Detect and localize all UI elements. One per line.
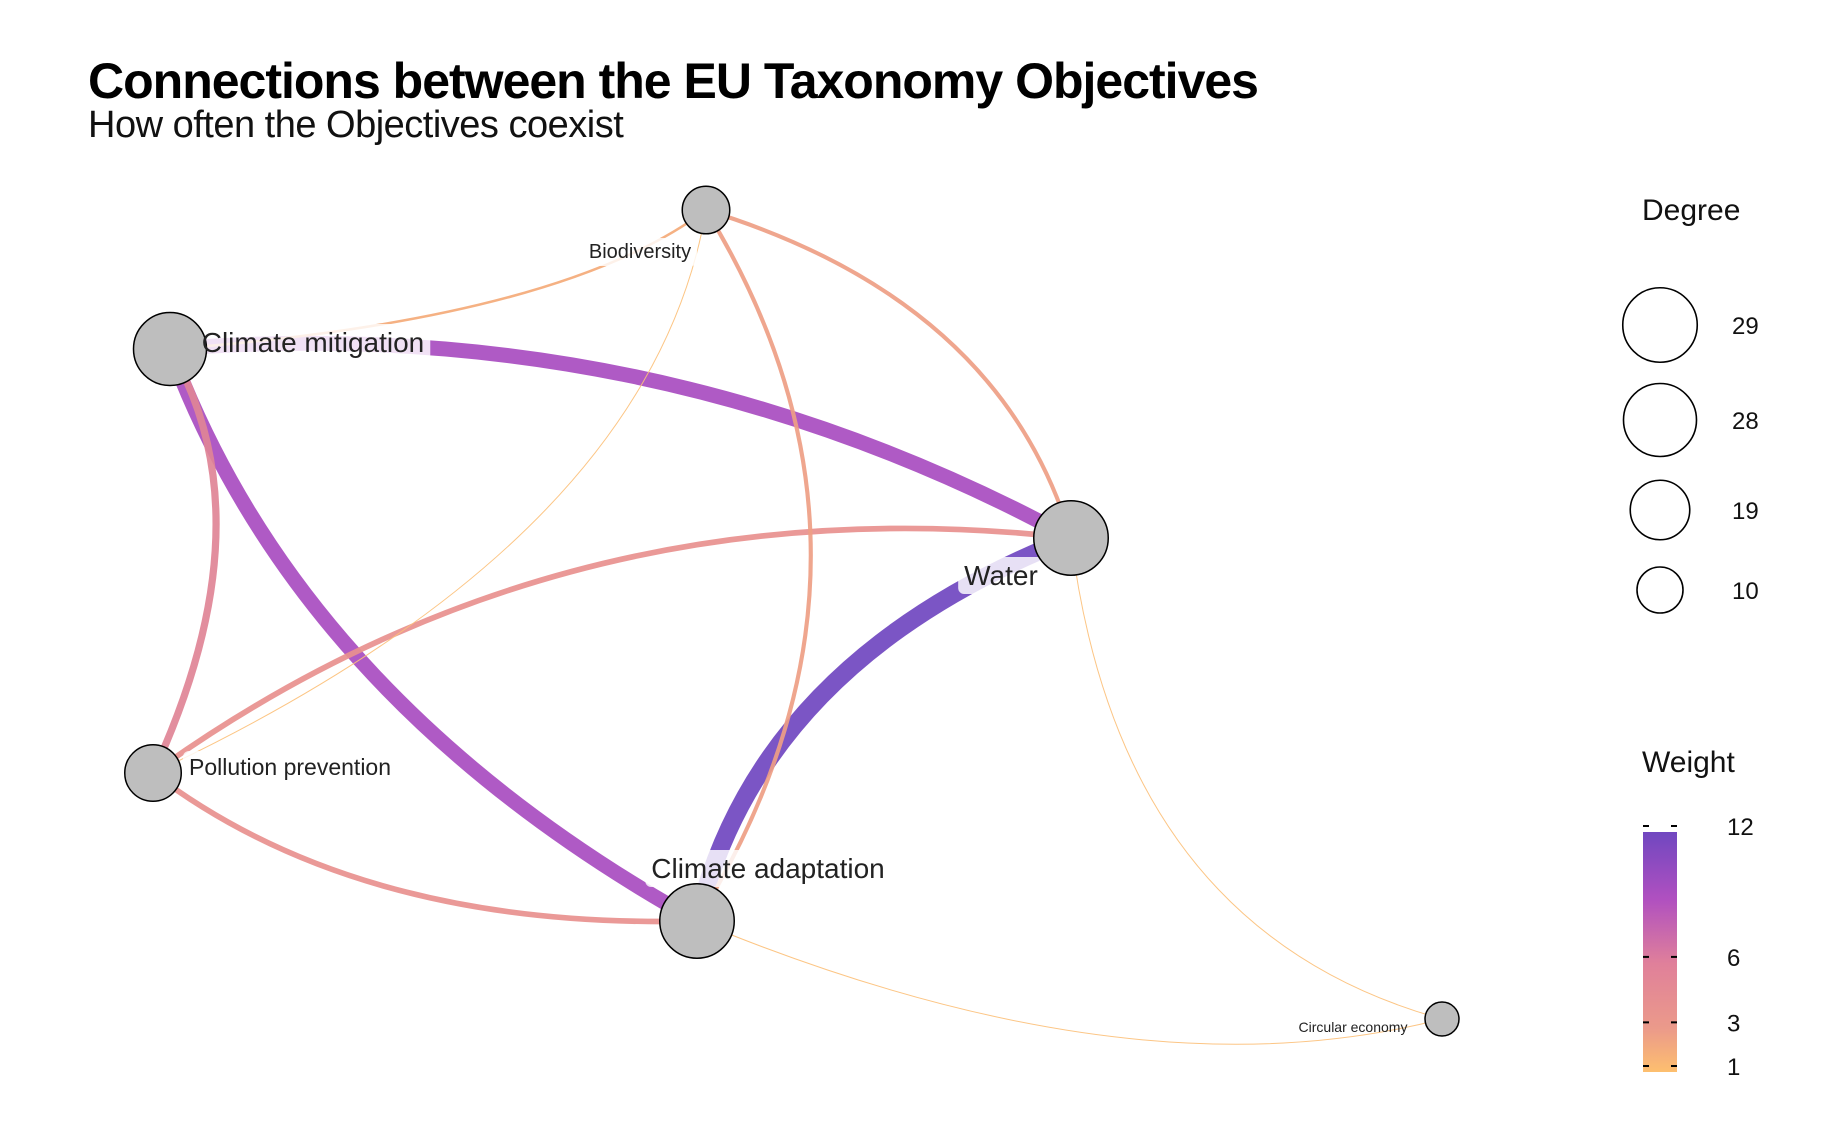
edge-pollution_prevention-water	[151, 525, 1072, 776]
node-label-bg-water	[958, 557, 1044, 594]
node-climate_adaptation	[659, 883, 735, 959]
edge-pollution_prevention-climate_adaptation	[151, 770, 698, 925]
node-label-water: Water	[964, 560, 1038, 591]
edge-biodiversity-pollution_prevention	[152, 209, 707, 774]
edge-climate_mitigation-pollution_prevention	[149, 347, 220, 775]
degree-legend-circle	[1621, 286, 1699, 364]
label-backgrounds	[182, 238, 1044, 887]
weight-legend-label: 6	[1727, 945, 1740, 972]
edge-biodiversity-water	[705, 208, 1073, 539]
node-label-bg-biodiversity	[582, 238, 698, 266]
nodes-layer	[124, 185, 1460, 1037]
node-label-climate_mitigation: Climate mitigation	[202, 327, 425, 358]
degree-legend-circle	[1622, 382, 1698, 458]
degree-legend-label: 10	[1732, 578, 1759, 605]
weight-colorbar	[1643, 832, 1677, 1072]
weight-legend-label: 12	[1727, 814, 1754, 841]
node-label-bg-pollution_prevention	[182, 751, 398, 783]
node-label-climate_adaptation: Climate adaptation	[651, 853, 884, 884]
chart-subtitle: How often the Objectives coexist	[88, 104, 624, 146]
edge-climate_mitigation-water	[169, 335, 1075, 545]
edge-climate_mitigation-climate_adaptation	[162, 346, 701, 928]
node-label-pollution_prevention: Pollution prevention	[189, 754, 391, 780]
degree-legend-label: 28	[1732, 408, 1759, 435]
edge-water-circular_economy	[1070, 537, 1443, 1020]
node-label-bg-climate_adaptation	[645, 850, 891, 887]
edge-climate_adaptation-circular_economy	[696, 920, 1443, 1045]
degree-legend-label: 19	[1732, 498, 1759, 525]
chart-title: Connections between the EU Taxonomy Obje…	[88, 53, 1259, 109]
weight-legend-label: 1	[1727, 1054, 1740, 1081]
degree-legend-title: Degree	[1642, 194, 1740, 227]
node-biodiversity	[681, 185, 731, 235]
edge-biodiversity-climate_adaptation	[695, 208, 813, 923]
degree-legend-circle	[1629, 479, 1691, 541]
node-climate_mitigation	[132, 311, 208, 387]
node-label-biodiversity: Biodiversity	[589, 241, 691, 263]
node-circular_economy	[1424, 1001, 1460, 1037]
node-pollution_prevention	[124, 744, 182, 802]
weight-legend-label: 3	[1727, 1010, 1740, 1037]
weight-legend: Weight 12 6 3 1	[1642, 746, 1754, 1081]
degree-legend-circle	[1636, 566, 1684, 614]
node-label-circular_economy: Circular economy	[1299, 1019, 1408, 1035]
weight-legend-title: Weight	[1642, 746, 1735, 779]
degree-legend-label: 29	[1732, 313, 1759, 340]
degree-legend: Degree 29 28 19 10	[1621, 194, 1759, 614]
node-label-bg-climate_mitigation	[195, 324, 431, 361]
node-water	[1033, 500, 1109, 576]
